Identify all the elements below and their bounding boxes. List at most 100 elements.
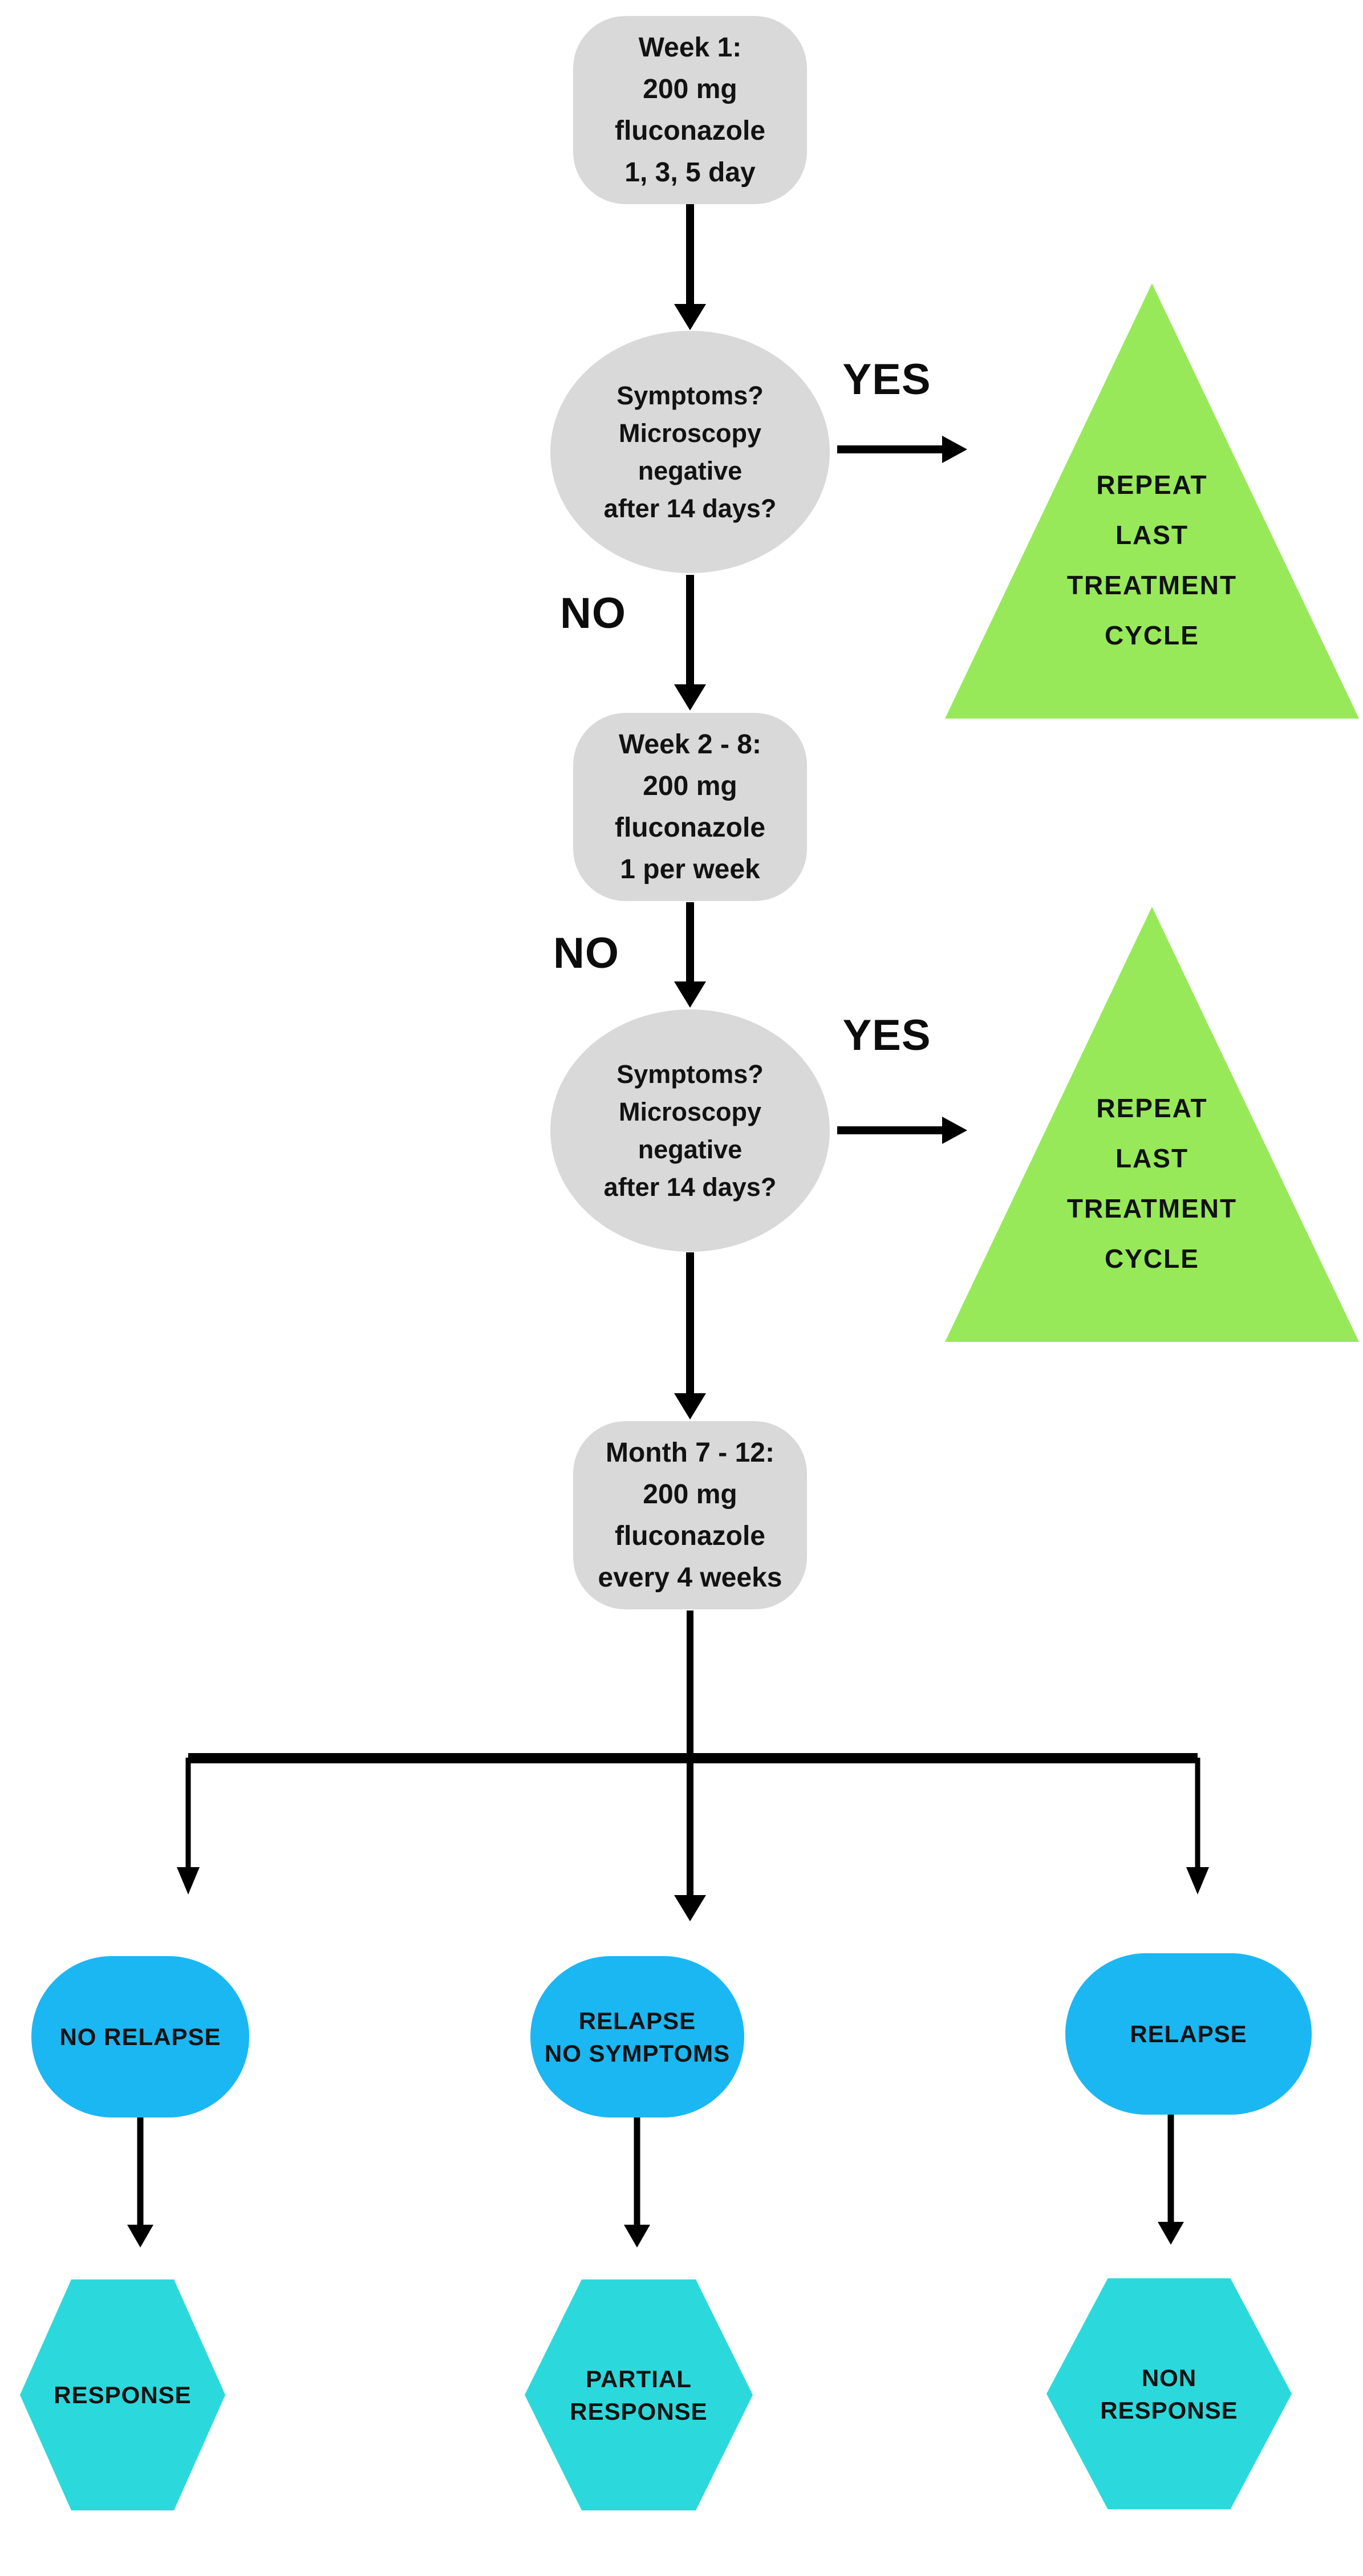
text-line: 200 mg xyxy=(643,771,737,801)
result-hexagon-partial-response: PARTIAL RESPONSE xyxy=(525,2279,753,2510)
arrow-down-right-branch xyxy=(1186,1758,1209,1895)
text-line: TREATMENT xyxy=(1066,1194,1238,1223)
arrow-shaft xyxy=(837,445,944,453)
text-line: Week 1: xyxy=(638,33,742,63)
text-line: RESPONSE xyxy=(570,2397,708,2425)
node-month7-12-text: Month 7 - 12: 200 mg fluconazole every 4… xyxy=(598,1432,782,1599)
text-line: 1 per week xyxy=(620,854,760,885)
text-line: 200 mg xyxy=(643,1479,737,1510)
triangle-repeat-cycle-2-text: REPEAT LAST TREATMENT CYCLE xyxy=(1067,1083,1237,1342)
result-hexagon-response: RESPONSE xyxy=(20,2279,225,2510)
text-line: NO SYMPTOMS xyxy=(544,2039,731,2067)
node-week2-8: Week 2 - 8: 200 mg fluconazole 1 per wee… xyxy=(573,713,807,901)
text-line: 1, 3, 5 day xyxy=(624,157,756,188)
edge-label-no-2: NO xyxy=(553,929,619,977)
result-hexagon-partial-response-text: PARTIAL RESPONSE xyxy=(570,2363,707,2428)
decision-circle-1: Symptoms? Microscopy negative after 14 d… xyxy=(550,331,830,573)
arrow-head-down-icon xyxy=(674,981,706,1008)
arrow-shaft xyxy=(687,1610,693,1895)
arrow-shaft xyxy=(686,1252,694,1393)
text-line: 200 mg xyxy=(643,74,737,104)
decision-circle-2-text: Symptoms? Microscopy negative after 14 d… xyxy=(604,1056,777,1206)
arrow-shaft xyxy=(686,575,694,684)
arrow-head-down-icon xyxy=(1186,1867,1209,1895)
text-line: NON xyxy=(1141,2364,1197,2391)
text-line: CYCLE xyxy=(1105,620,1199,650)
text-line: negative xyxy=(638,1134,743,1164)
arrow-down-no-relapse-to-response xyxy=(127,2117,153,2248)
arrow-down-week1-to-decision1 xyxy=(674,204,706,330)
text-line: Microscopy xyxy=(618,418,762,448)
text-line: CYCLE xyxy=(1105,1244,1199,1273)
outcome-pill-relapse-text: RELAPSE xyxy=(1130,2018,1247,2050)
arrow-head-down-icon xyxy=(127,2225,153,2248)
text-line: LAST xyxy=(1115,520,1189,550)
triangle-repeat-cycle-2: REPEAT LAST TREATMENT CYCLE xyxy=(945,907,1359,1342)
text-line: RELAPSE xyxy=(1130,2021,1247,2047)
arrow-down-relapse-no-symptoms-to-partial-response xyxy=(624,2117,650,2248)
text-line: NO RELAPSE xyxy=(59,2023,221,2050)
text-line: Microscopy xyxy=(618,1097,762,1126)
node-month7-12: Month 7 - 12: 200 mg fluconazole every 4… xyxy=(573,1421,807,1609)
text-line: REPEAT xyxy=(1096,1093,1208,1123)
arrow-head-down-icon xyxy=(1158,2222,1184,2245)
node-week2-8-text: Week 2 - 8: 200 mg fluconazole 1 per wee… xyxy=(615,724,765,890)
text-line: fluconazole xyxy=(614,1521,765,1551)
text-line: fluconazole xyxy=(614,116,766,146)
arrow-shaft xyxy=(185,1758,191,1867)
arrow-head-down-icon xyxy=(674,1393,706,1419)
text-line: after 14 days? xyxy=(603,493,777,523)
outcome-pill-relapse-no-symptoms: RELAPSE NO SYMPTOMS xyxy=(530,1956,744,2117)
arrow-shaft xyxy=(837,1126,944,1134)
text-line: RELAPSE xyxy=(578,2007,696,2034)
arrow-head-right-icon xyxy=(942,1117,967,1144)
text-line: Week 2 - 8: xyxy=(619,729,761,760)
node-week1-text: Week 1: 200 mg fluconazole 1, 3, 5 day xyxy=(615,27,765,193)
outcome-pill-relapse: RELAPSE xyxy=(1065,1953,1312,2115)
text-line: Symptoms? xyxy=(616,1059,764,1089)
edge-label-yes-1: YES xyxy=(842,355,931,404)
decision-circle-2: Symptoms? Microscopy negative after 14 d… xyxy=(550,1009,830,1252)
text-line: Symptoms? xyxy=(616,380,764,410)
arrow-head-down-icon xyxy=(674,304,706,330)
arrow-down-left-branch xyxy=(177,1758,200,1895)
text-line: fluconazole xyxy=(614,813,766,843)
arrow-down-week2-to-decision2 xyxy=(674,902,706,1008)
text-line: every 4 weeks xyxy=(598,1563,782,1593)
arrow-down-relapse-to-non-response xyxy=(1158,2115,1184,2245)
arrow-down-decision1-to-week2 xyxy=(674,575,706,711)
outcome-pill-no-relapse-text: NO RELAPSE xyxy=(59,2021,221,2053)
arrow-head-down-icon xyxy=(674,1895,706,1921)
result-hexagon-non-response-text: NON RESPONSE xyxy=(1100,2362,1238,2427)
text-line: Month 7 - 12: xyxy=(605,1438,774,1468)
triangle-repeat-cycle-1: REPEAT LAST TREATMENT CYCLE xyxy=(945,283,1359,719)
outcome-pill-no-relapse: NO RELAPSE xyxy=(31,1956,249,2117)
text-line: PARTIAL xyxy=(586,2365,692,2392)
triangle-repeat-cycle-1-text: REPEAT LAST TREATMENT CYCLE xyxy=(1067,460,1237,719)
result-hexagon-non-response: NON RESPONSE xyxy=(1046,2278,1292,2509)
outcome-pill-relapse-no-symptoms-text: RELAPSE NO SYMPTOMS xyxy=(545,2005,730,2070)
arrow-shaft xyxy=(1195,1758,1200,1867)
branch-horizontal-bar xyxy=(188,1753,1198,1763)
arrow-shaft xyxy=(686,902,694,981)
decision-circle-1-text: Symptoms? Microscopy negative after 14 d… xyxy=(604,377,777,528)
arrow-down-decision2-to-month7 xyxy=(674,1252,706,1419)
arrow-shaft xyxy=(634,2117,640,2225)
node-week1: Week 1: 200 mg fluconazole 1, 3, 5 day xyxy=(573,16,807,204)
text-line: after 14 days? xyxy=(603,1172,777,1202)
edge-label-yes-2: YES xyxy=(842,1011,931,1060)
arrow-shaft xyxy=(1167,2115,1174,2222)
arrow-down-month7-to-middle-branch xyxy=(674,1610,706,1921)
arrow-head-right-icon xyxy=(942,436,967,463)
text-line: negative xyxy=(638,456,743,485)
text-line: REPEAT xyxy=(1096,470,1208,500)
arrow-head-down-icon xyxy=(177,1867,200,1895)
arrow-right-decision2-to-repeat2 xyxy=(837,1117,967,1144)
arrow-shaft xyxy=(137,2117,144,2225)
text-line: LAST xyxy=(1115,1143,1189,1173)
text-line: RESPONSE xyxy=(54,2382,192,2408)
text-line: RESPONSE xyxy=(1100,2396,1238,2424)
arrow-shaft xyxy=(686,204,694,304)
arrow-head-down-icon xyxy=(674,684,706,711)
